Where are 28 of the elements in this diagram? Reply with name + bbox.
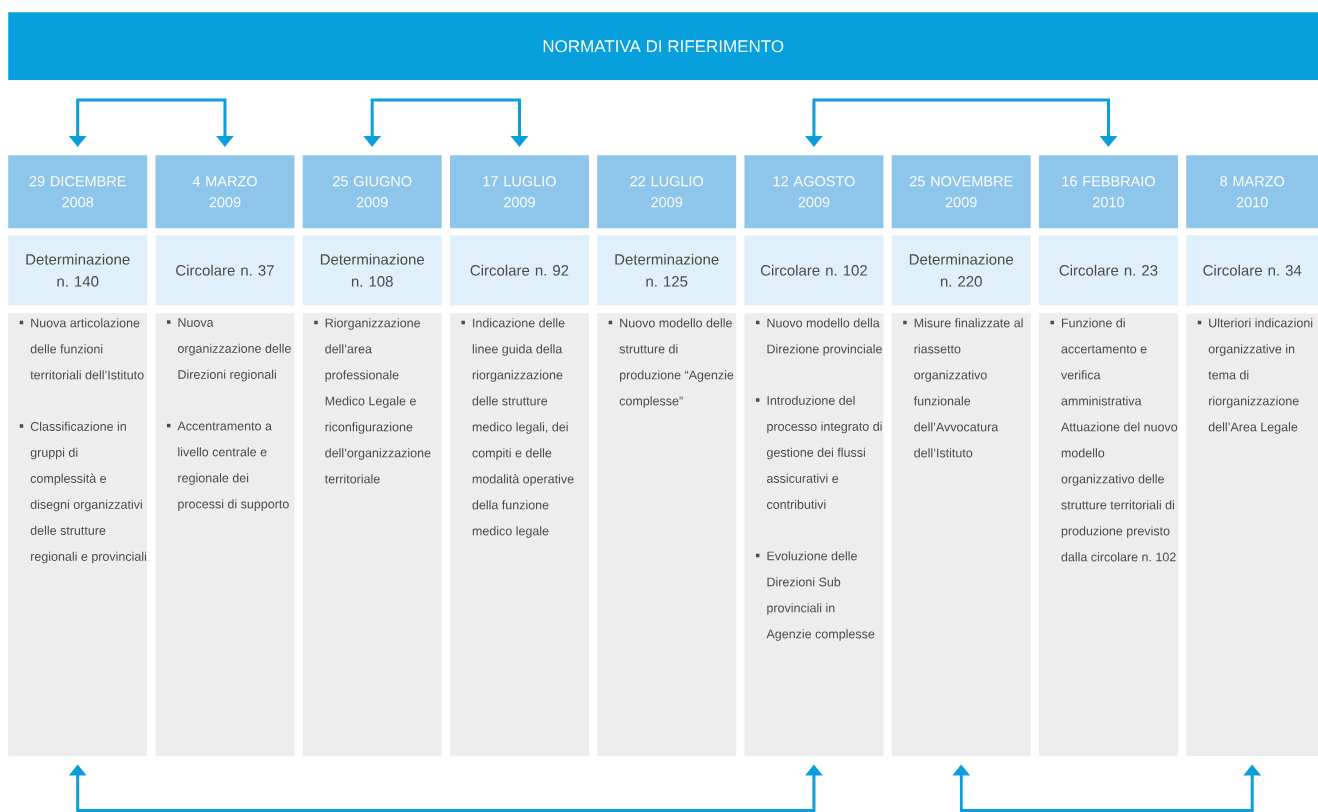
title-banner: NORMATIVA DI RIFERIMENTO: [8, 12, 1318, 81]
content-box: Misure finalizzate al riassetto organizzativo funzionale dell’Avvocatura dell’Istituto: [891, 313, 1031, 757]
date-box: 17 LUGLIO 2009: [449, 155, 589, 229]
content-box: Riorganizzazione dell’area professionale Medico Legale e riconfigurazione dell’organizzazione territoriale: [302, 313, 442, 757]
date-box: 29 DICEMBRE 2008: [8, 155, 148, 229]
document-box: Determinazione n. 108: [302, 235, 442, 306]
content-box: Funzione di accertamento e verifica amministrativa Attuazione del nuovo modello organizzativo delle strutture territoriali di produzione previsto dalla circolare n. 102: [1038, 313, 1178, 757]
date-box: 22 LUGLIO 2009: [597, 155, 737, 229]
date-box: 16 FEBBRAIO 2010: [1038, 155, 1178, 229]
document-box: Circolare n. 34: [1186, 235, 1318, 306]
document-box: Circolare n. 102: [744, 235, 884, 306]
document-box: Circolare n. 23: [1038, 235, 1178, 306]
content-box: Nuova articolazione delle funzioni territoriali dell’Istituto Classificazione in gruppi di complessità e disegni organizzativi delle strutture regionali e provinciali: [8, 313, 148, 757]
content-box: Nuovo modello delle strutture di produzione “Agenzie complesse”: [597, 313, 737, 757]
date-box: 12 AGOSTO 2009: [744, 155, 884, 229]
date-box: 4 MARZO 2009: [155, 155, 295, 229]
date-box: 8 MARZO 2010: [1186, 155, 1318, 229]
content-box: Indicazione delle linee guida della riorganizzazione delle strutture medico legali, dei compiti e delle modalità operative della funzione medico legale: [449, 313, 589, 757]
document-box: Determinazione n. 220: [891, 235, 1031, 306]
content-box: Nuovo modello della Direzione provinciale Introduzione del processo integrato di gestione dei flussi assicurativi e contributivi Evoluzione delle Direzioni Sub provinciali in Agenzie complesse: [744, 313, 884, 757]
document-box: Determinazione n. 140: [8, 235, 148, 306]
content-box: Nuova organizzazione delle Direzioni regionali Accentramento a livello centrale e regionale dei processi di supporto: [155, 313, 295, 757]
document-box: Circolare n. 92: [449, 235, 589, 306]
date-box: 25 NOVEMBRE 2009: [891, 155, 1031, 229]
date-box: 25 GIUGNO 2009: [302, 155, 442, 229]
document-box: Circolare n. 37: [155, 235, 295, 306]
document-box: Determinazione n. 125: [597, 235, 737, 306]
content-box: Ulteriori indicazioni organizzative in tema di riorganizzazione dell’Area Legale: [1186, 313, 1318, 757]
